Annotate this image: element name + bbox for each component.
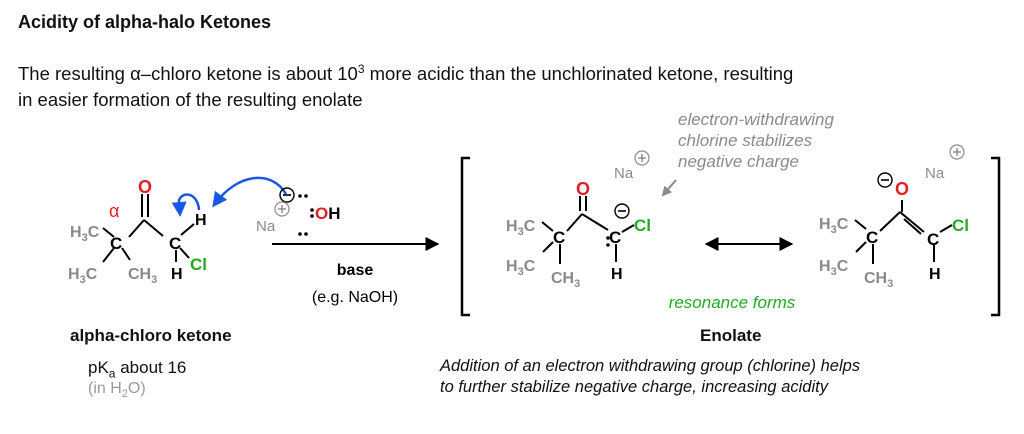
intro-text: The resulting bbox=[18, 63, 131, 85]
sodium-label: Na bbox=[614, 165, 634, 182]
quaternary-carbon: C bbox=[110, 234, 122, 253]
base-example: (e.g. NaOH) bbox=[312, 289, 398, 306]
sodium-label: Na bbox=[256, 218, 276, 235]
curved-arrow-hydroxide-attack bbox=[212, 176, 288, 208]
hydrogen-atom: H bbox=[929, 266, 941, 283]
hydrogen-atom: H bbox=[171, 266, 183, 283]
carbonyl-oxygen: O bbox=[576, 179, 590, 199]
annotation-line: electron-withdrawing bbox=[678, 110, 834, 129]
minus-charge-icon bbox=[877, 172, 893, 188]
methyl-group: H3C bbox=[819, 216, 849, 236]
intro-alpha: α bbox=[130, 63, 141, 85]
bond bbox=[102, 247, 115, 263]
addition-note-line: Addition of an electron withdrawing grou… bbox=[440, 357, 861, 375]
minus-charge-icon bbox=[279, 187, 295, 203]
hydrogen-atom: H bbox=[611, 266, 623, 283]
base-label: base bbox=[337, 262, 374, 279]
intro-text-line2: in easier formation of the resulting eno… bbox=[18, 89, 363, 111]
pka-value: pKa about 16 bbox=[88, 358, 187, 381]
methyl-group: CH3 bbox=[551, 270, 580, 290]
hydroxide-reagent: OH Na bbox=[256, 187, 341, 236]
plus-charge-icon bbox=[949, 144, 965, 160]
methyl-group: CH3 bbox=[864, 270, 893, 290]
enolate-name: Enolate bbox=[700, 326, 762, 345]
alpha-hydrogen: H bbox=[195, 212, 207, 229]
bond bbox=[128, 219, 145, 238]
sodium-label: Na bbox=[925, 165, 945, 182]
annotation-arrow bbox=[661, 179, 677, 197]
bond bbox=[180, 223, 195, 236]
carbanion-carbon: C bbox=[609, 228, 621, 247]
methyl-group: H3C bbox=[819, 258, 849, 278]
chlorine-atom: Cl bbox=[952, 216, 969, 235]
enolate-oxygen: O bbox=[895, 179, 909, 199]
carbanion-resonance-form: Na H3C H3C C CH3 O C Cl H bbox=[506, 150, 651, 290]
quaternary-carbon: C bbox=[866, 228, 878, 247]
resonance-forms-label: resonance forms bbox=[669, 293, 796, 312]
addition-note-line: to further stabilize negative charge, in… bbox=[440, 378, 828, 396]
bond bbox=[179, 247, 190, 259]
intro-paragraph: The resulting α–chloro ketone is about 1… bbox=[18, 56, 978, 113]
methyl-group: H3C bbox=[506, 218, 536, 238]
alpha-carbon: C bbox=[169, 234, 181, 253]
alpha-label: α bbox=[109, 201, 119, 221]
reactant-name: alpha-chloro ketone bbox=[70, 326, 232, 345]
vinyl-carbon: C bbox=[927, 230, 939, 249]
methyl-group: H3C bbox=[70, 224, 100, 244]
curved-arrow-bond-to-carbon bbox=[171, 193, 201, 217]
hydroxide-label: OH bbox=[315, 204, 341, 223]
addition-note: Addition of an electron withdrawing grou… bbox=[440, 356, 1020, 398]
quaternary-carbon: C bbox=[553, 228, 565, 247]
stabilization-annotation: electron-withdrawing chlorine stabilizes… bbox=[661, 110, 834, 197]
intro-text: –chloro ketone is about 10 bbox=[140, 63, 358, 85]
chlorine-atom: Cl bbox=[634, 216, 651, 235]
alpha-chloro-ketone-structure: H3C C α H3C CH3 O C H Cl H bbox=[68, 177, 207, 286]
solvent-note: (in H2O) bbox=[88, 380, 146, 401]
plus-charge-icon bbox=[634, 150, 650, 166]
bond bbox=[121, 247, 131, 261]
methyl-group: CH3 bbox=[128, 266, 157, 286]
intro-text: more acidic than the unchlorinated keton… bbox=[364, 63, 794, 85]
annotation-line: chlorine stabilizes bbox=[678, 131, 813, 150]
carbonyl-oxygen: O bbox=[138, 177, 152, 197]
right-bracket bbox=[991, 156, 1001, 317]
bond bbox=[102, 227, 115, 238]
methyl-group: H3C bbox=[68, 266, 98, 286]
methyl-group: H3C bbox=[506, 258, 536, 278]
bond bbox=[143, 219, 164, 237]
chlorine-atom: Cl bbox=[190, 255, 207, 274]
enolate-resonance-form: Na O H3C H3C C CH3 C Cl H bbox=[819, 144, 969, 290]
minus-charge-icon bbox=[614, 203, 630, 219]
page-title: Acidity of alpha-halo Ketones bbox=[18, 12, 272, 32]
left-bracket bbox=[460, 156, 470, 317]
intro-exponent: 3 bbox=[357, 62, 365, 76]
plus-charge-icon bbox=[274, 201, 290, 217]
annotation-line: negative charge bbox=[678, 152, 799, 171]
